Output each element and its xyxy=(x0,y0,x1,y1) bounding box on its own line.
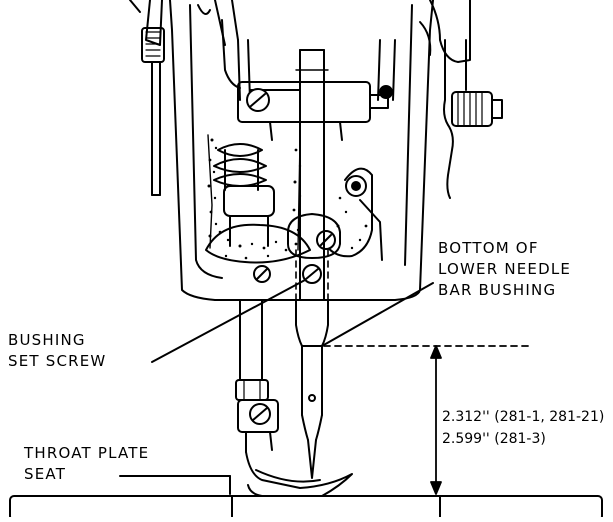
bushing-outline-dashed xyxy=(295,249,329,301)
housing-screws xyxy=(253,264,322,284)
label-bottom-of-lower-needle-bar-bushing: BOTTOM OF LOWER NEEDLE BAR BUSHING xyxy=(438,238,571,301)
label-line: BAR BUSHING xyxy=(438,281,557,299)
throat-plate xyxy=(9,495,603,521)
dimension-line-1: 2.312'' (281-1, 281-21) xyxy=(442,409,605,425)
label-line: SEAT xyxy=(24,465,67,483)
lower-needle-bar xyxy=(295,299,329,479)
machine-head-housing xyxy=(169,0,434,301)
dimension-arrow-bottom xyxy=(430,481,442,495)
label-line: THROAT PLATE xyxy=(24,444,150,462)
dimension-text: 2.312'' (281-1, 281-21) 2.599'' (281-3) xyxy=(442,406,604,450)
dimension-arrow-top xyxy=(430,345,442,359)
leader-bushing-set-screw xyxy=(151,279,306,363)
internal-mechanism xyxy=(205,19,396,264)
label-line: BUSHING xyxy=(8,331,86,349)
label-throat-plate-seat: THROAT PLATE SEAT xyxy=(24,443,149,485)
leader-lines xyxy=(119,279,434,495)
presser-foot xyxy=(235,299,353,497)
label-line: SET SCREW xyxy=(8,352,107,370)
dimension-line-2: 2.599'' (281-3) xyxy=(442,431,546,447)
needle-bar xyxy=(295,49,329,301)
upper-right-mechanism xyxy=(419,0,503,199)
label-line: LOWER NEEDLE xyxy=(438,260,572,278)
leader-lower-needle-bar-bushing xyxy=(321,282,434,347)
label-line: BOTTOM OF xyxy=(438,239,539,257)
dimension-lines xyxy=(319,345,531,497)
label-bushing-set-screw: BUSHING SET SCREW xyxy=(8,330,106,372)
